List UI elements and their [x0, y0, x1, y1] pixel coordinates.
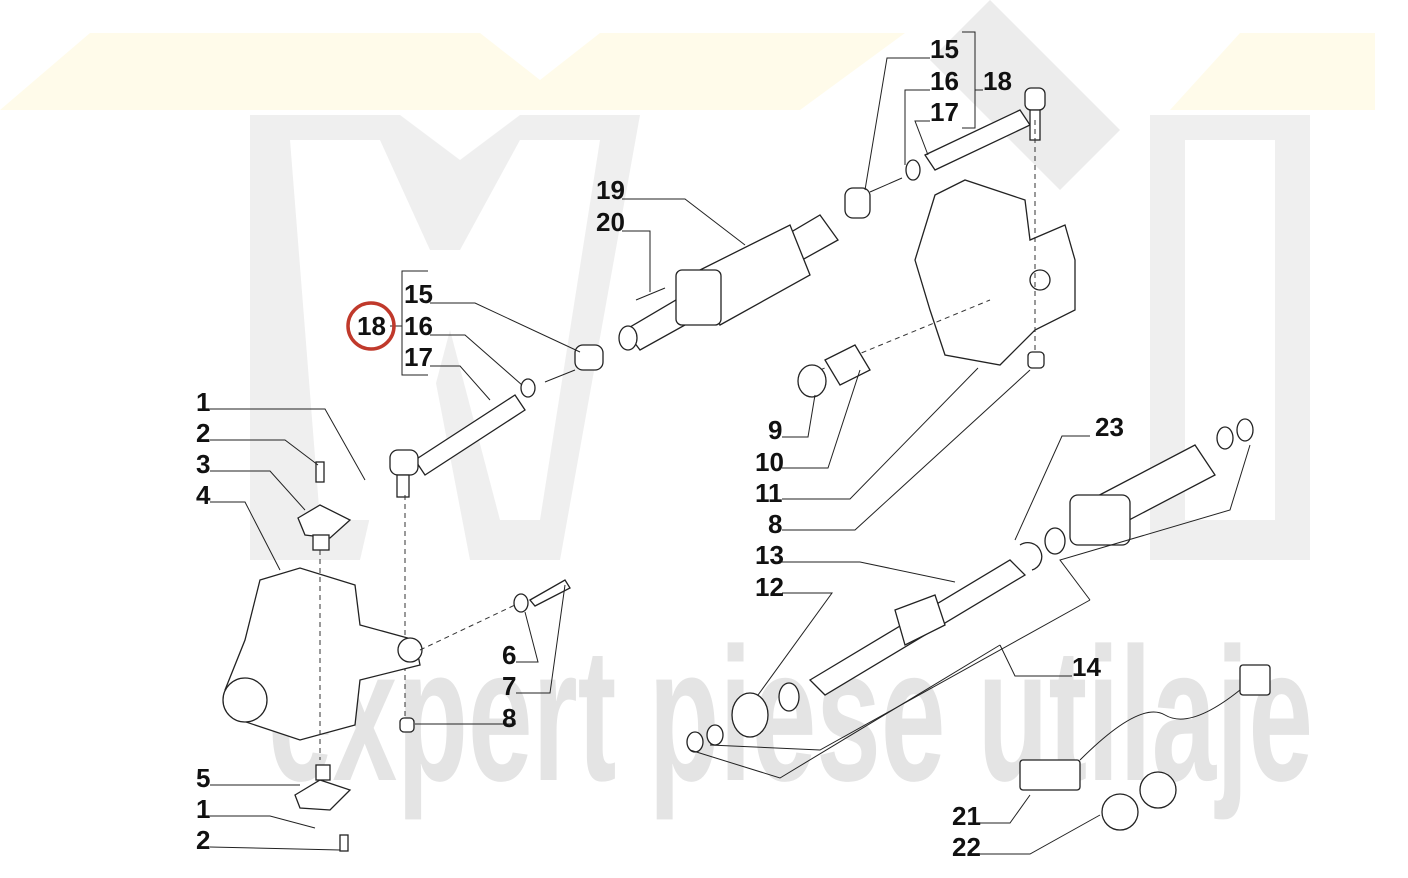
callout-labels: 15 16 18 17 19 20 18 15 16 17 1 2 3 4 9 … [196, 34, 1124, 862]
leader-lines [209, 31, 1251, 855]
callout-15[interactable]: 15 [930, 34, 959, 64]
callout-19[interactable]: 19 [596, 175, 625, 205]
callout-11[interactable]: 11 [755, 478, 783, 508]
callout-15[interactable]: 15 [404, 279, 433, 309]
callout-16[interactable]: 16 [404, 311, 433, 341]
callout-17[interactable]: 17 [930, 97, 959, 127]
callout-14[interactable]: 14 [1072, 652, 1101, 682]
callout-5[interactable]: 5 [196, 763, 210, 793]
callout-8[interactable]: 8 [502, 703, 516, 733]
callout-10[interactable]: 10 [755, 447, 784, 477]
callout-18-highlighted[interactable]: 18 [357, 311, 386, 341]
cylinder-assembly-right [686, 418, 1254, 753]
callout-22[interactable]: 22 [952, 832, 981, 862]
highlight-circle [346, 301, 396, 351]
callout-17[interactable]: 17 [404, 342, 433, 372]
tie-rod-lower [389, 344, 604, 720]
callout-7[interactable]: 7 [502, 671, 516, 701]
steering-knuckle-left [222, 461, 571, 852]
callout-21[interactable]: 21 [952, 801, 981, 831]
callout-16[interactable]: 16 [930, 66, 959, 96]
callout-3[interactable]: 3 [196, 449, 210, 479]
seal-ring [797, 364, 827, 398]
callout-18[interactable]: 18 [983, 66, 1012, 96]
callout-13[interactable]: 13 [755, 540, 784, 570]
callout-1[interactable]: 1 [196, 387, 210, 417]
callout-2[interactable]: 2 [196, 825, 210, 855]
callout-9[interactable]: 9 [768, 415, 782, 445]
callout-12[interactable]: 12 [755, 572, 784, 602]
callout-8[interactable]: 8 [768, 509, 782, 539]
steering-knuckle-right [819, 120, 1076, 371]
sensor-and-clamps [1019, 664, 1271, 831]
parts [222, 87, 1271, 852]
steering-cylinder [618, 214, 839, 351]
callout-1[interactable]: 1 [196, 794, 210, 824]
callout-23[interactable]: 23 [1095, 412, 1124, 442]
bushing [824, 344, 871, 386]
callout-2[interactable]: 2 [196, 418, 210, 448]
callout-20[interactable]: 20 [596, 207, 625, 237]
callout-4[interactable]: 4 [196, 480, 211, 510]
callout-6[interactable]: 6 [502, 640, 516, 670]
